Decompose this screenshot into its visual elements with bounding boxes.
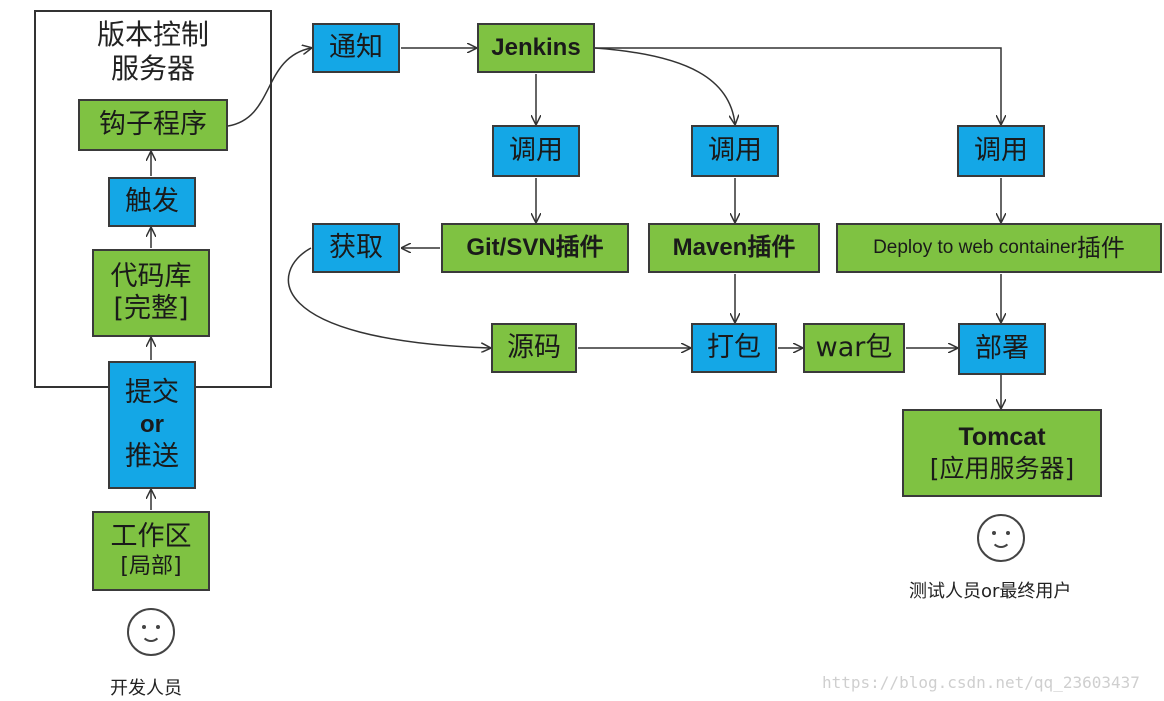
source-label: 源码 [507, 332, 561, 363]
notify-label: 通知 [329, 32, 383, 63]
call-maven-label: 调用 [708, 135, 762, 166]
repo-node: 代码库 [完整] [92, 249, 210, 337]
commit-node: 提交 or 推送 [108, 361, 196, 489]
edge-fetch-source [287, 247, 490, 348]
fetch-node: 获取 [312, 223, 400, 273]
workspace-label-1: 工作区 [110, 521, 192, 552]
commit-label-3: 推送 [125, 441, 179, 472]
watermark: https://blog.csdn.net/qq_23603437 [822, 673, 1140, 692]
git-svn-plugin-label: Git/SVN插件 [466, 234, 604, 261]
commit-label-2: or [140, 411, 164, 438]
call-deploy-label: 调用 [974, 135, 1028, 166]
tomcat-label-2: [应用服务器] [929, 454, 1075, 483]
developer-avatar-icon [127, 608, 175, 656]
hook-node: 钩子程序 [78, 99, 228, 151]
workspace-node: 工作区 [局部] [92, 511, 210, 591]
commit-label-1: 提交 [125, 377, 179, 408]
deploy-node: 部署 [958, 323, 1046, 375]
vcs-server-title: 版本控制 服务器 [34, 18, 272, 86]
call-deploy-node: 调用 [957, 125, 1045, 177]
war-label: war包 [815, 332, 893, 363]
fetch-label: 获取 [329, 232, 383, 263]
trigger-label: 触发 [125, 186, 179, 217]
workspace-label-2: [局部] [120, 554, 182, 579]
vcs-title-line2: 服务器 [110, 52, 195, 85]
repo-label-1: 代码库 [110, 261, 192, 292]
edge-jenkins-call2 [594, 47, 735, 124]
jenkins-label: Jenkins [491, 34, 581, 61]
notify-node: 通知 [312, 23, 400, 73]
deploy-plugin-suffix: 插件 [1076, 234, 1125, 262]
jenkins-node: Jenkins [477, 23, 595, 73]
repo-label-2: [完整] [113, 293, 189, 324]
source-node: 源码 [491, 323, 577, 373]
edge-jenkins-call3 [595, 47, 1001, 124]
developer-label: 开发人员 [110, 678, 182, 699]
call-git-node: 调用 [492, 125, 580, 177]
call-git-label: 调用 [509, 135, 563, 166]
maven-plugin-node: Maven插件 [648, 223, 820, 273]
tester-label: 测试人员or最终用户 [909, 581, 1072, 602]
deploy-plugin-label: Deploy to web container [873, 237, 1077, 258]
war-node: war包 [803, 323, 905, 373]
package-label: 打包 [707, 332, 761, 363]
git-svn-plugin-node: Git/SVN插件 [441, 223, 629, 273]
hook-label: 钩子程序 [99, 109, 207, 140]
package-node: 打包 [691, 323, 777, 373]
vcs-title-line1: 版本控制 [96, 18, 209, 51]
maven-plugin-label: Maven插件 [672, 234, 796, 261]
edge-hook-notify [227, 48, 311, 127]
call-maven-node: 调用 [691, 125, 779, 177]
tester-avatar-icon [977, 514, 1025, 562]
tomcat-node: Tomcat [应用服务器] [902, 409, 1102, 497]
deploy-plugin-node: Deploy to web container 插件 [836, 223, 1162, 273]
deploy-label: 部署 [975, 333, 1029, 364]
trigger-node: 触发 [108, 177, 196, 227]
tomcat-label-1: Tomcat [958, 423, 1046, 451]
